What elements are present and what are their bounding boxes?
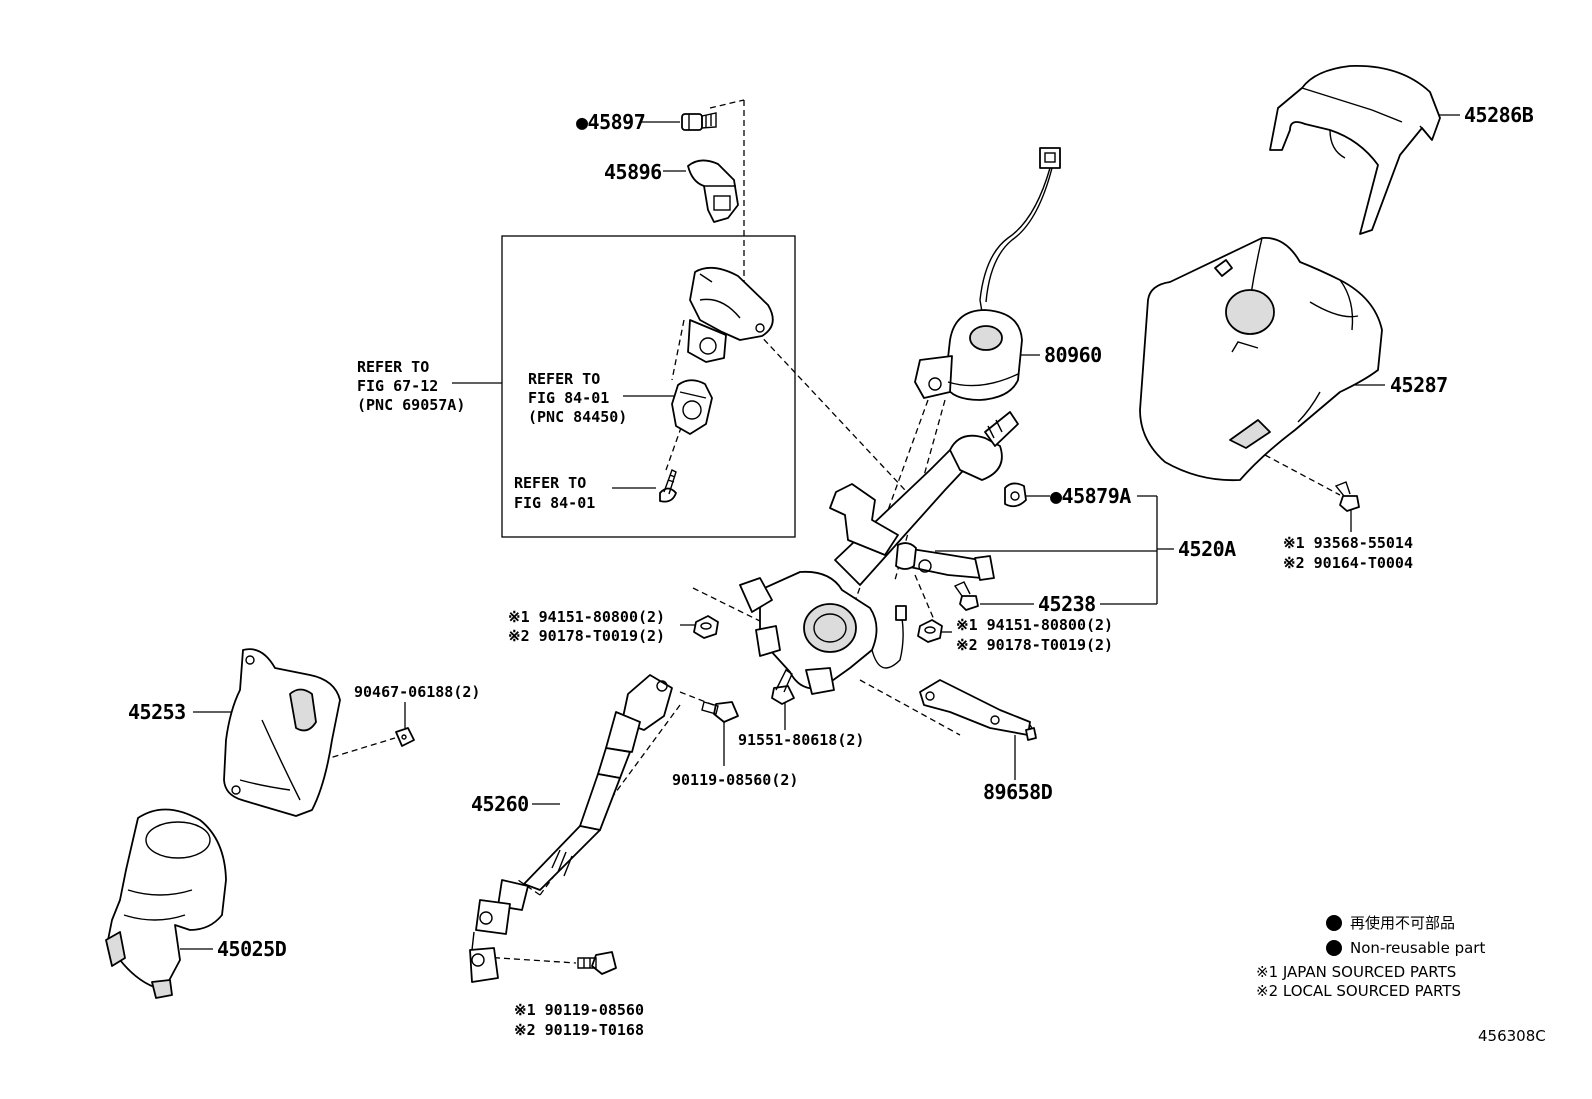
bolt-90119-bottom-shape [577, 951, 617, 975]
legend: 再使用不可部品 Non-reusable part ※1 JAPAN SOURC… [1256, 914, 1485, 1000]
part-45238-screw-shape [953, 581, 979, 611]
part-80960-shape [914, 147, 1061, 401]
part-number-labels: ※1 93568-55014 ※2 90164-T0004 ※1 94151-8… [354, 534, 1413, 1039]
num-90119-08560-2: 90119-08560(2) [672, 771, 798, 789]
part-labels: ●45897 45896 45286B 80960 45287 ●45879A … [128, 103, 1534, 961]
num-94151-right: ※1 94151-80800(2) [956, 616, 1113, 634]
part-45260-intermediate-shaft-shape [469, 674, 673, 983]
part-45025d-boot-shape [105, 808, 227, 999]
num-90119-08560: ※1 90119-08560 [514, 1001, 644, 1019]
label-4520a: 4520A [1178, 537, 1236, 561]
refer-to-box [501, 235, 796, 538]
label-45897: ●45897 [576, 110, 645, 134]
legend-jp: 再使用不可部品 [1350, 914, 1455, 932]
label-45286b: 45286B [1464, 103, 1534, 127]
screw-93568-shape [1334, 481, 1360, 512]
clip-90467-shape [395, 727, 415, 747]
legend-en: Non-reusable part [1350, 939, 1485, 957]
ref-fig6712-line2: FIG 67-12 [357, 377, 438, 395]
screw-shape [659, 469, 677, 503]
ref-fig6712-line3: (PNC 69057A) [357, 396, 465, 414]
nut-left-shape [693, 615, 719, 639]
num-93568: ※1 93568-55014 [1283, 534, 1413, 552]
bolt-91551-shape [771, 668, 795, 705]
key-cylinder-housing-shape [687, 266, 774, 363]
num-91551: 91551-80618(2) [738, 731, 864, 749]
ref-fig8401b-line2: FIG 84-01 [514, 494, 595, 512]
ignition-switch-shape [671, 379, 713, 435]
part-45253-cover-shape [223, 648, 341, 817]
steering-column-assembly-shape [739, 411, 1019, 695]
part-45897-bolt-shape [681, 112, 717, 131]
legend-bullet-jp [1326, 915, 1342, 931]
num-90164: ※2 90164-T0004 [1283, 554, 1413, 572]
label-45879a: ●45879A [1050, 484, 1131, 508]
label-45260: 45260 [471, 792, 529, 816]
legend-bullet-en [1326, 940, 1342, 956]
nut-right-shape [917, 619, 943, 643]
part-45287-lower-cover-shape [1139, 237, 1383, 482]
ref-fig8401a-line1: REFER TO [528, 370, 600, 388]
label-45896: 45896 [604, 160, 662, 184]
ref-fig8401b-line1: REFER TO [514, 474, 586, 492]
ref-fig8401a-line2: FIG 84-01 [528, 389, 609, 407]
part-45286b-upper-cover-shape [1269, 65, 1441, 235]
label-45238: 45238 [1038, 592, 1096, 616]
num-94151-left: ※1 94151-80800(2) [508, 608, 665, 626]
ref-fig8401a-line3: (PNC 84450) [528, 408, 627, 426]
label-45025d: 45025D [217, 937, 287, 961]
label-45253: 45253 [128, 700, 186, 724]
num-90178-right: ※2 90178-T0019(2) [956, 636, 1113, 654]
leader-lines [180, 99, 1460, 964]
part-89658d-shape [919, 679, 1037, 741]
label-89658d: 89658D [983, 780, 1053, 804]
label-80960: 80960 [1044, 343, 1102, 367]
num-90119-t0168: ※2 90119-T0168 [514, 1021, 644, 1039]
label-45287: 45287 [1390, 373, 1448, 397]
bolt-90119-top-shape [701, 701, 739, 723]
diagram-id: 456308C [1478, 1027, 1546, 1045]
refer-to-labels: REFER TO FIG 67-12 (PNC 69057A) REFER TO… [357, 358, 627, 512]
ref-fig6712-line1: REFER TO [357, 358, 429, 376]
part-45879a-clip-shape [1004, 482, 1027, 508]
legend-japan-sourced: ※1 JAPAN SOURCED PARTS [1256, 963, 1456, 981]
num-90467: 90467-06188(2) [354, 683, 480, 701]
legend-local-sourced: ※2 LOCAL SOURCED PARTS [1256, 982, 1461, 1000]
num-90178-left: ※2 90178-T0019(2) [508, 627, 665, 645]
part-45896-bracket-shape [687, 159, 739, 223]
